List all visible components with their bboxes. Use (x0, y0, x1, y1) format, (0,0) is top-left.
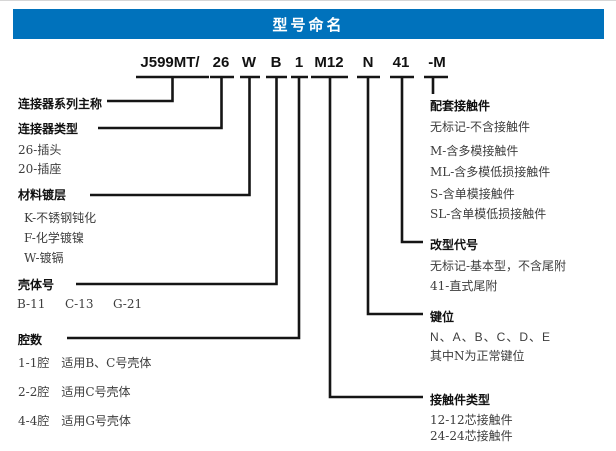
group-item: G-21 (113, 297, 143, 311)
model-segment-contact-type: M12 (314, 54, 344, 71)
group-item: M-含多模接触件 (430, 144, 519, 158)
leader-mod-code (390, 75, 423, 244)
group-item: 1-1腔 适用B、C号壳体 (18, 356, 152, 370)
model-segment-shell: B (270, 54, 282, 71)
group-title-connector-type: 连接器类型 (18, 122, 79, 136)
leader-series (107, 75, 209, 103)
group-title-plating: 材料镀层 (18, 188, 67, 202)
group-title-cavity: 腔数 (18, 333, 43, 347)
leader-key-position (357, 75, 423, 316)
leader-shell (76, 75, 287, 286)
group-item: S-含单模接触件 (430, 187, 515, 201)
model-segment-mod-code: 41 (392, 54, 410, 71)
leader-cavity (67, 75, 308, 340)
model-segment-plating: W (241, 54, 257, 71)
model-segment-cavity: 1 (294, 54, 304, 71)
group-title-shell: 壳体号 (18, 278, 55, 292)
group-item: N、A、B、C、D、E (430, 330, 552, 344)
group-item: F-化学镀镍 (24, 231, 84, 245)
group-item: 12-12芯接触件 (430, 413, 513, 427)
section-title-bar: 型号命名 (13, 9, 604, 39)
group-title-contact-type: 接触件类型 (430, 393, 491, 407)
group-item: 2-2腔 适用C号壳体 (18, 385, 131, 399)
group-item: 4-4腔 适用G号壳体 (18, 414, 131, 428)
group-item: 无标记-基本型，不含尾附 (430, 259, 567, 273)
group-item: 20-插座 (18, 162, 62, 176)
group-item: C-13 (65, 297, 94, 311)
group-title-mating-contact: 配套接触件 (430, 99, 491, 113)
model-segment-type: 26 (212, 54, 230, 71)
group-title-series: 连接器系列主称 (18, 97, 103, 111)
model-segment-series: J599MT/ (140, 54, 200, 71)
group-item: 其中N为正常键位 (430, 349, 525, 363)
model-segment-key: N (362, 54, 374, 71)
group-item: SL-含单模低损接触件 (430, 207, 547, 221)
group-item: 24-24芯接触件 (430, 429, 513, 443)
group-item: 41-直式尾附 (430, 279, 498, 293)
group-item: 无标记-不含接触件 (430, 120, 531, 134)
page-title: 型号命名 (272, 16, 345, 34)
group-title-mod-code: 改型代号 (430, 238, 479, 252)
group-item: K-不锈钢钝化 (24, 211, 97, 225)
group-item: 26-插头 (18, 143, 62, 157)
leader-connector-type (98, 75, 234, 130)
group-title-key-position: 键位 (430, 310, 455, 324)
leader-contact-type (311, 75, 423, 399)
group-item: ML-含多模低损接触件 (430, 165, 551, 179)
leader-plating (90, 75, 260, 197)
group-item: B-11 (17, 297, 46, 311)
model-segment-mating-contact: -M (428, 54, 446, 71)
group-item: W-镀镉 (24, 251, 64, 265)
leader-mating-contact (424, 75, 448, 94)
